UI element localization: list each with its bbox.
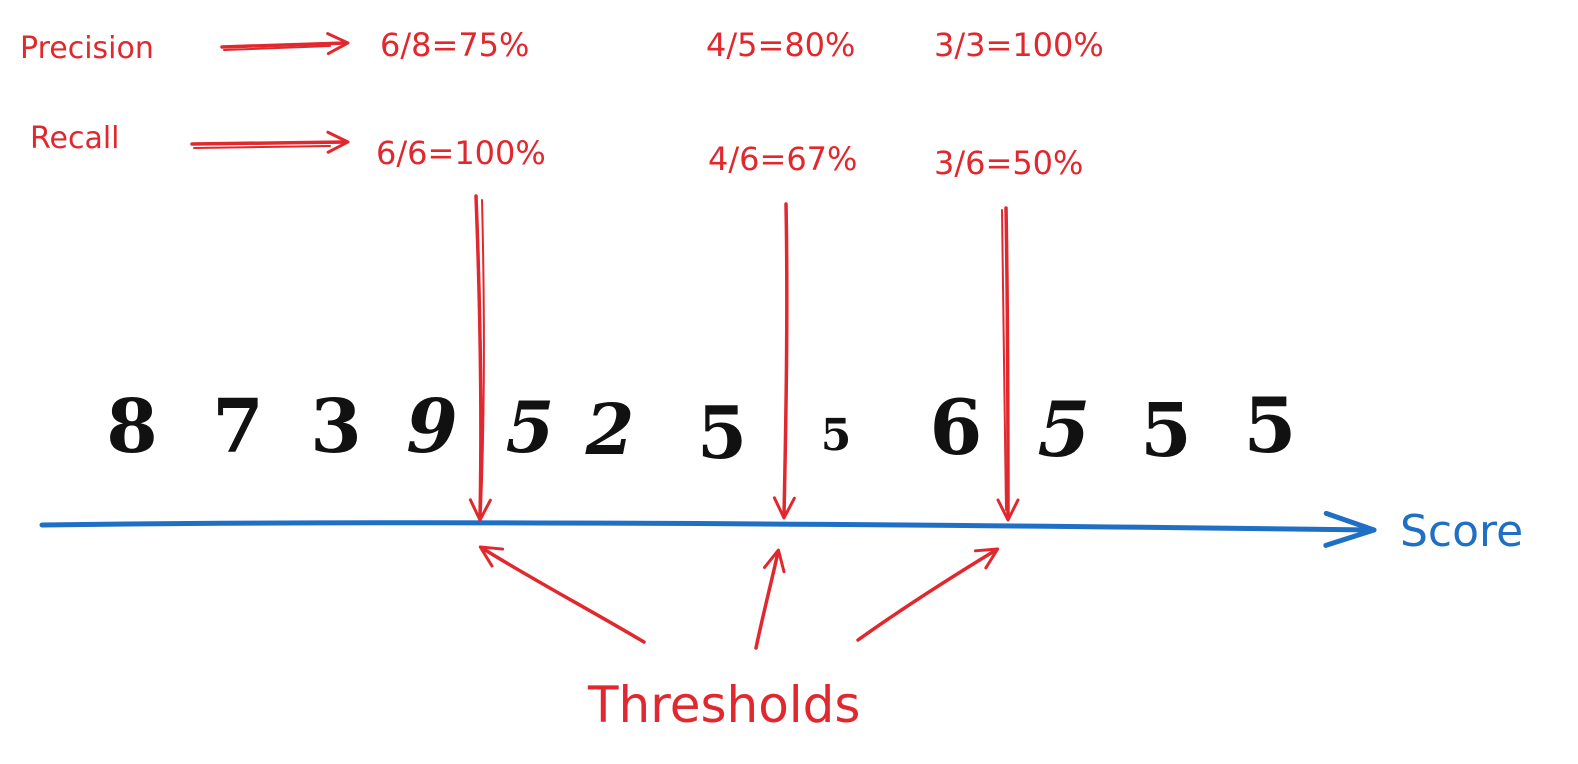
precision-arrow [220,32,350,56]
digit-sample: 3 [310,384,362,470]
digit-sample: 5 [821,410,852,461]
digit-samples: 8 7 3 9 5 2 5 5 6 5 5 5 [106,381,1296,475]
threshold-2-marker-arrow [772,202,796,520]
recall-arrow [190,130,350,154]
digit-sample: 5 [1038,385,1091,474]
digit-sample: 7 [212,384,264,470]
threshold-2-recall: 4/6=67% [708,140,857,178]
digit-sample: 9 [406,384,458,470]
digit-sample: 5 [697,390,747,475]
threshold-3-precision: 3/3=100% [934,26,1104,64]
threshold-3-marker-arrow [996,206,1020,522]
score-label: Score [1400,506,1523,557]
threshold-3-recall: 3/6=50% [934,144,1083,182]
digit-sample: 2 [585,388,635,471]
threshold-2-precision: 4/5=80% [706,26,855,64]
digit-sample: 5 [1140,388,1192,474]
threshold-1-recall: 6/6=100% [376,134,546,172]
digit-sample: 6 [930,383,983,472]
digit-sample: 8 [106,384,158,470]
precision-label: Precision [20,31,154,66]
digit-sample: 5 [1244,381,1297,470]
thresholds-label: Thresholds [587,676,860,734]
thresholds-pointer-arrows [478,545,1000,650]
threshold-1-marker-arrow [468,194,492,522]
threshold-1-precision: 6/8=75% [380,26,529,64]
score-axis [39,510,1377,548]
recall-label: Recall [30,121,120,156]
digit-sample: 5 [506,386,555,469]
